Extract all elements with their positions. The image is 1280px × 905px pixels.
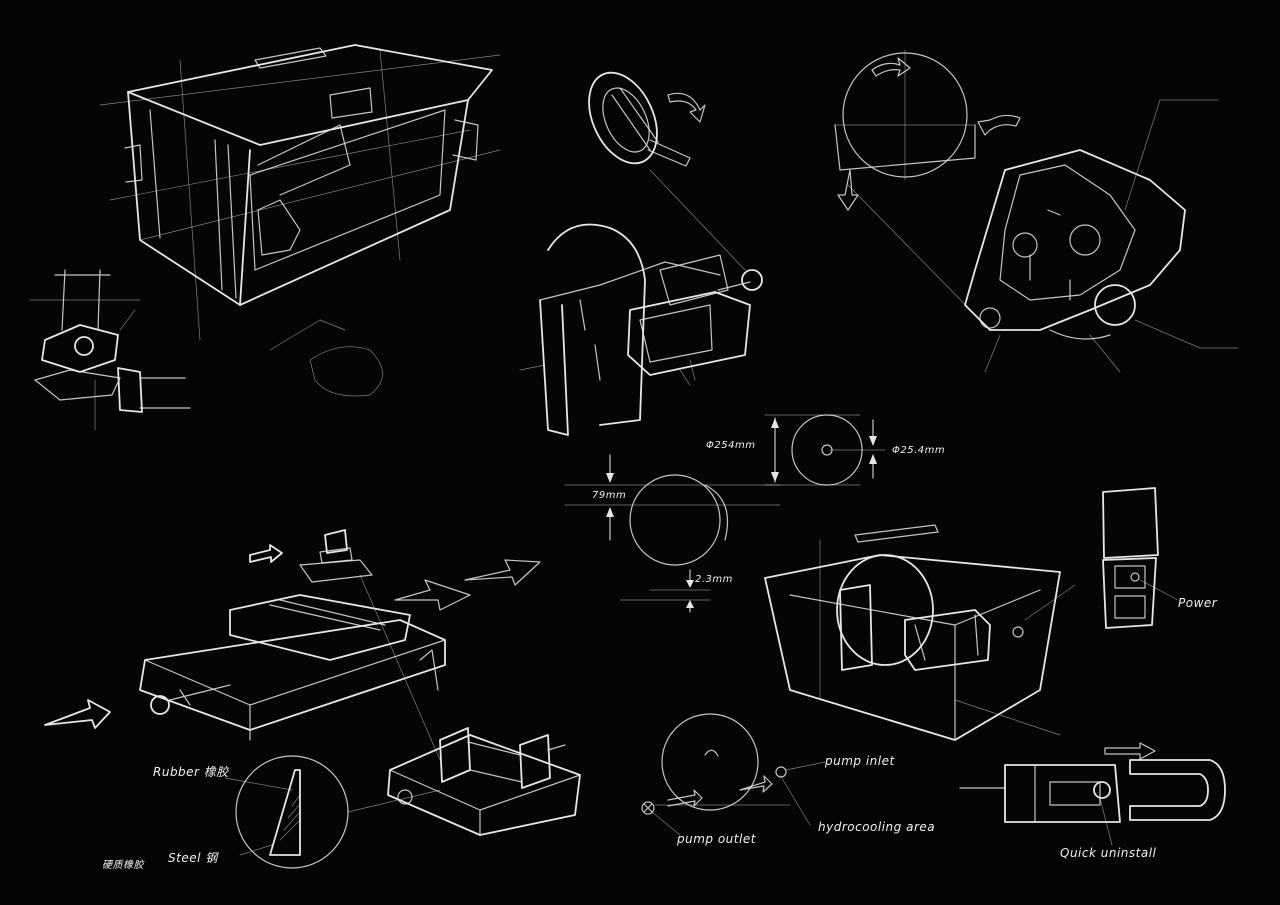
gearbox-sketch: [834, 49, 1239, 373]
clearance-label: 2.3mm: [695, 574, 733, 585]
rubber-steel-section: [224, 755, 441, 869]
depth-label: 79mm: [592, 490, 627, 501]
assembled-machine-sketch: [764, 487, 1179, 741]
vice-block-sketch: [387, 727, 581, 836]
rubber-label: Rubber 橡胶: [153, 765, 229, 779]
outer-diameter-label: Φ254mm: [706, 440, 756, 451]
sliding-table-sketch: [44, 529, 541, 761]
handwheel-feed-sketch: [519, 71, 763, 436]
material-note-label: 硬质橡胶: [102, 860, 144, 871]
clamp-detail-sketch: [29, 269, 191, 431]
power-label: Power: [1178, 596, 1218, 610]
hydrocooling-label: hydrocooling area: [818, 820, 936, 834]
dimension-diagrams: [564, 414, 886, 613]
pump-circuit-diagram: [641, 713, 826, 836]
pump-inlet-label: pump inlet: [825, 754, 895, 768]
bore-diameter-label: Φ25.4mm: [892, 445, 946, 456]
quick-uninstall-sketch: [959, 742, 1226, 846]
quick-uninstall-label: Quick uninstall: [1060, 846, 1157, 860]
pump-outlet-label: pump outlet: [677, 832, 756, 846]
steel-label: Steel 钢: [168, 851, 218, 865]
enclosure-box-sketch: [99, 44, 501, 397]
